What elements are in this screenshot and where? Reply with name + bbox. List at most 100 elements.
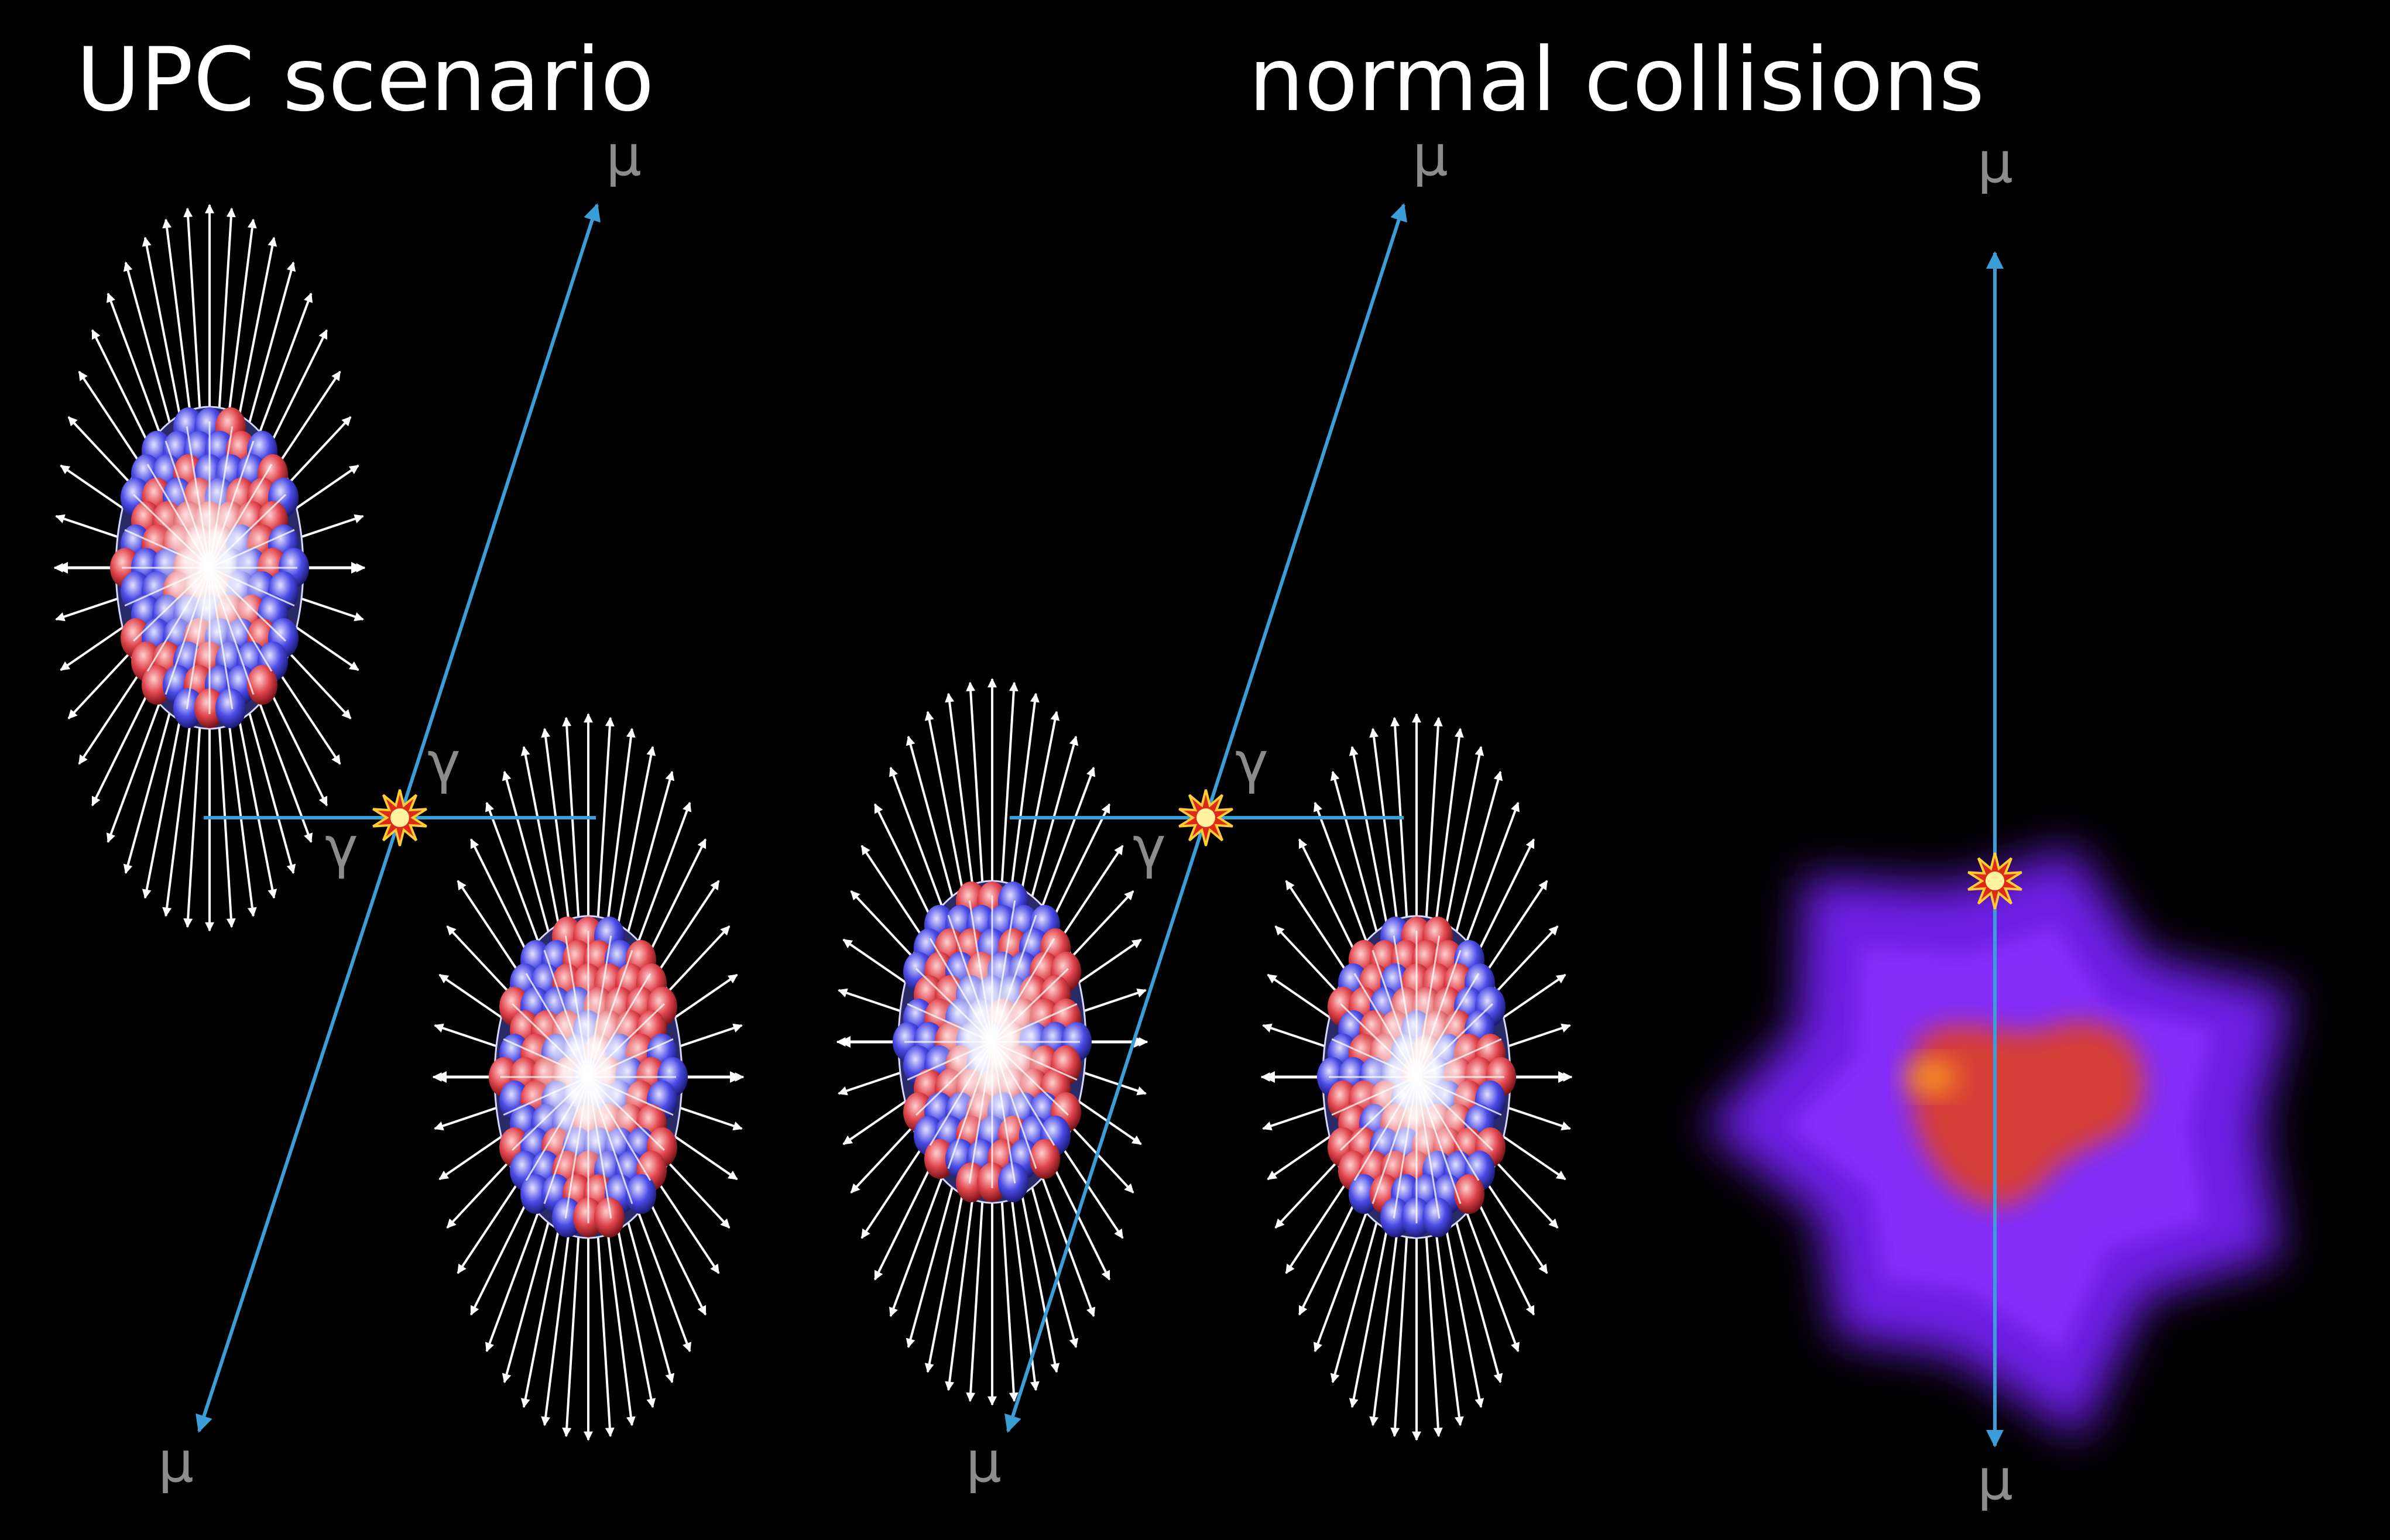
field-arrow — [209, 529, 295, 569]
field-arrow — [543, 1076, 589, 1204]
proton — [924, 1139, 955, 1179]
field-arrow — [208, 426, 234, 568]
field-arrow — [1415, 973, 1480, 1078]
field-arrow — [1353, 1076, 1418, 1181]
field-arrow — [968, 900, 993, 1042]
field-arrow — [587, 1076, 612, 1219]
field-arrow — [1371, 1076, 1418, 1204]
proton — [1030, 1139, 1060, 1179]
neutron — [1422, 1198, 1453, 1237]
field-arrow — [1393, 935, 1418, 1078]
muon-track-mid-down — [1004, 817, 1208, 1433]
nucleus-mid-right — [1260, 713, 1573, 1441]
field-arrow — [503, 1038, 589, 1078]
field-arrow — [991, 1041, 1069, 1116]
field-arrow — [587, 973, 651, 1078]
field-arrow — [1416, 1076, 1502, 1116]
proton — [142, 665, 172, 705]
field-arrow — [991, 1041, 1055, 1146]
muon-label-mid-bottom: μ — [966, 1429, 1002, 1495]
field-arrow — [1353, 973, 1418, 1078]
photon-label-mid-lower: γ — [1133, 815, 1166, 880]
photon-label-upc-lower: γ — [325, 815, 358, 880]
star-burst-icon — [372, 789, 427, 846]
field-arrow — [208, 464, 273, 568]
proton — [594, 1198, 625, 1237]
field-arrow — [1371, 950, 1418, 1078]
plasma-core — [1912, 1021, 2145, 1206]
field-arrow — [146, 567, 211, 672]
field-arrow — [1415, 1076, 1441, 1219]
field-arrow — [124, 567, 210, 607]
field-arrow — [947, 1041, 993, 1169]
quark-gluon-plasma — [1703, 847, 2293, 1440]
field-arrow — [564, 1076, 589, 1219]
field-arrow — [915, 968, 993, 1043]
upc-scenario-title: UPC scenario — [76, 29, 654, 131]
field-arrow — [587, 1076, 633, 1204]
field-arrow — [991, 1041, 1037, 1169]
field-arrow — [512, 1003, 589, 1078]
photon-label-mid-upper: γ — [1235, 730, 1268, 795]
muon-track-mid-up — [1204, 203, 1407, 818]
neutron — [1349, 1174, 1379, 1214]
field-arrow — [1340, 1076, 1418, 1151]
field-arrow — [209, 567, 295, 607]
field-arrow — [991, 1041, 1016, 1184]
field-arrow — [543, 950, 589, 1078]
field-arrow — [929, 1041, 993, 1146]
field-arrow — [525, 973, 589, 1078]
field-arrow — [512, 1076, 589, 1151]
muon-label-upc-bottom: μ — [158, 1429, 194, 1495]
field-arrow — [587, 1076, 651, 1181]
nucleon-cluster — [489, 915, 688, 1239]
muon-track-upc-down — [196, 817, 402, 1433]
field-arrow — [1415, 1076, 1462, 1204]
nucleus-upc-lower — [432, 713, 745, 1441]
field-arrow — [1331, 1076, 1417, 1116]
nucleus-upc-upper — [53, 204, 366, 932]
field-arrow — [208, 567, 286, 642]
field-arrow — [208, 567, 255, 695]
field-arrow — [587, 935, 612, 1078]
field-arrow — [1415, 935, 1441, 1078]
neutron — [173, 688, 204, 728]
field-arrow — [1415, 1076, 1493, 1151]
field-arrow — [587, 950, 633, 1078]
field-arrow — [186, 567, 211, 709]
field-arrow — [587, 1003, 665, 1078]
muon-label-upc-top: μ — [606, 123, 642, 188]
field-arrow — [1415, 950, 1462, 1078]
neutron — [1380, 1198, 1411, 1237]
field-arrow — [164, 441, 211, 568]
field-arrow — [1393, 1076, 1418, 1219]
field-arrow — [1340, 1003, 1418, 1078]
field-arrow — [991, 915, 1037, 1042]
neutron — [998, 1162, 1028, 1202]
field-arrow — [915, 1041, 993, 1116]
field-arrow — [587, 1076, 665, 1151]
field-arrow — [992, 1003, 1078, 1043]
field-arrow — [146, 464, 211, 568]
star-burst-icon — [1967, 852, 2022, 910]
field-arrow — [133, 567, 211, 642]
field-arrow — [208, 567, 234, 709]
muon-label-normal-bottom: μ — [1977, 1447, 2014, 1512]
proton — [1454, 1174, 1484, 1214]
field-arrow — [503, 1076, 589, 1116]
field-arrow — [588, 1038, 674, 1078]
field-arrow — [1415, 1003, 1493, 1078]
muon-label-normal-top: μ — [1977, 130, 2014, 195]
field-arrow — [991, 900, 1016, 1042]
field-arrow — [907, 1041, 993, 1081]
nucleon-cluster — [893, 880, 1092, 1204]
field-arrow — [907, 1003, 993, 1043]
field-arrow — [968, 1041, 993, 1184]
field-arrow — [992, 1041, 1078, 1081]
field-arrow — [1331, 1038, 1417, 1078]
photon-label-upc-upper: γ — [427, 730, 461, 795]
plasma-hotspot — [1905, 1059, 1958, 1095]
nucleon-cluster — [1317, 915, 1516, 1239]
field-arrow — [208, 567, 273, 672]
